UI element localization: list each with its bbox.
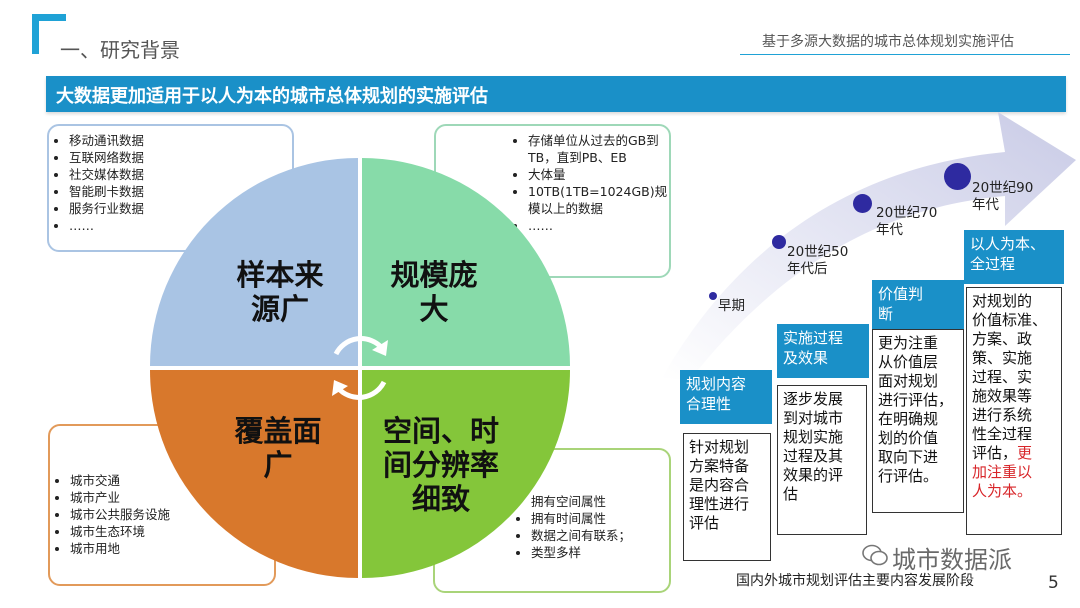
stage-4-head: 以人为本、 全过程 xyxy=(964,230,1064,284)
list-item: 城市产业 xyxy=(70,489,274,506)
section-title: 一、研究背景 xyxy=(60,38,180,62)
stage-1-head: 规划内容 合理性 xyxy=(680,370,772,424)
list-item: …… xyxy=(528,217,669,234)
data-sources-list: 移动通讯数据互联网络数据社交媒体数据智能刷卡数据服务行业数据…… xyxy=(55,132,292,234)
slide-banner: 大数据更加适用于以人为本的城市总体规划的实施评估 xyxy=(46,76,1066,112)
list-item: 拥有时间属性 xyxy=(531,510,669,527)
stage-3-head: 价值判 断 xyxy=(872,280,964,334)
stage-4-body-highlight: 更 加注重以 人为本。 xyxy=(972,444,1033,500)
four-quadrant-circle xyxy=(150,158,570,578)
watermark: 城市数据派 xyxy=(862,540,1012,575)
title-underline xyxy=(740,54,1070,55)
list-item: 数据之间有联系； xyxy=(531,527,669,544)
stage-3-body: 更为注重 从价值层 面对规划 进行评估， 在明确规 划的价值 取向下进 行评估。 xyxy=(872,329,964,513)
stage-2-body: 逐步发展 到对城市 规划实施 过程及其 效果的评 估 xyxy=(777,385,867,535)
quadrant-label-scale: 规模庞 大 xyxy=(390,258,478,326)
page-number: 5 xyxy=(1048,573,1059,593)
quadrant-label-resolution: 空间、时 间分辨率 细致 xyxy=(382,414,499,516)
list-item: 拥有空间属性 xyxy=(531,493,669,510)
list-item: 智能刷卡数据 xyxy=(69,183,292,200)
stage-2-head: 实施过程 及效果 xyxy=(777,324,869,378)
list-item: 服务行业数据 xyxy=(69,200,292,217)
list-item: 类型多样 xyxy=(531,544,669,561)
data-scale-list: 存储单位从过去的GB到TB，直到PB、EB大体量10TB(1TB=1024GB)… xyxy=(514,132,669,234)
wechat-icon xyxy=(862,544,888,572)
coverage-list: 城市交通城市产业城市公共服务设施城市生态环境城市用地 xyxy=(56,472,274,557)
quadrant-bottom-left xyxy=(150,370,358,578)
resolution-list: 拥有空间属性拥有时间属性数据之间有联系；类型多样 xyxy=(517,493,669,561)
list-item: 城市交通 xyxy=(70,472,274,489)
list-item: 城市公共服务设施 xyxy=(70,506,274,523)
list-item: 城市用地 xyxy=(70,540,274,557)
list-item: …… xyxy=(69,217,292,234)
timeline-caption: 国内外城市规划评估主要内容发展阶段 xyxy=(736,573,974,589)
quadrant-label-coverage: 覆盖面 广 xyxy=(234,414,322,482)
timeline-arrow xyxy=(662,112,1076,380)
list-item: 大体量 xyxy=(528,166,669,183)
cycle-arrows-icon xyxy=(332,336,388,400)
stage-1-body: 针对规划 方案特备 是内容合 理性进行 评估 xyxy=(683,433,771,561)
list-item: 移动通讯数据 xyxy=(69,132,292,149)
list-item: 城市生态环境 xyxy=(70,523,274,540)
timeline-dot-1990s xyxy=(944,163,971,190)
list-item: 存储单位从过去的GB到TB，直到PB、EB xyxy=(528,132,669,166)
stage-4-body-text: 对规划的 价值标准、 方案、政 策、实施 过程、实 施效果等 进行系统 性全过程… xyxy=(972,292,1048,462)
document-title: 基于多源大数据的城市总体规划实施评估 xyxy=(762,34,1014,50)
slide-banner-title: 大数据更加适用于以人为本的城市总体规划的实施评估 xyxy=(56,86,488,107)
timeline-dot-1970s xyxy=(853,194,872,213)
timeline-label-1950s: 20世纪50 年代后 xyxy=(787,244,849,277)
list-item: 社交媒体数据 xyxy=(69,166,292,183)
quadrant-top-left xyxy=(150,158,358,366)
list-item: 互联网络数据 xyxy=(69,149,292,166)
stage-4-body: 对规划的 价值标准、 方案、政 策、实施 过程、实 施效果等 进行系统 性全过程… xyxy=(966,287,1062,535)
header-bracket-decoration xyxy=(32,14,66,54)
quadrant-top-right xyxy=(362,158,570,366)
list-item: 10TB(1TB=1024GB)规模以上的数据 xyxy=(528,183,669,217)
timeline-label-1970s: 20世纪70 年代 xyxy=(876,205,938,238)
quadrant-label-sources: 样本来 源广 xyxy=(236,258,324,326)
watermark-text: 城市数据派 xyxy=(892,546,1012,574)
timeline-label-1990s: 20世纪90 年代 xyxy=(972,180,1034,213)
timeline-label-early: 早期 xyxy=(718,298,745,314)
timeline-dot-early xyxy=(709,292,717,300)
timeline-dot-1950s xyxy=(772,235,786,249)
quadrant-bottom-right xyxy=(362,370,570,578)
